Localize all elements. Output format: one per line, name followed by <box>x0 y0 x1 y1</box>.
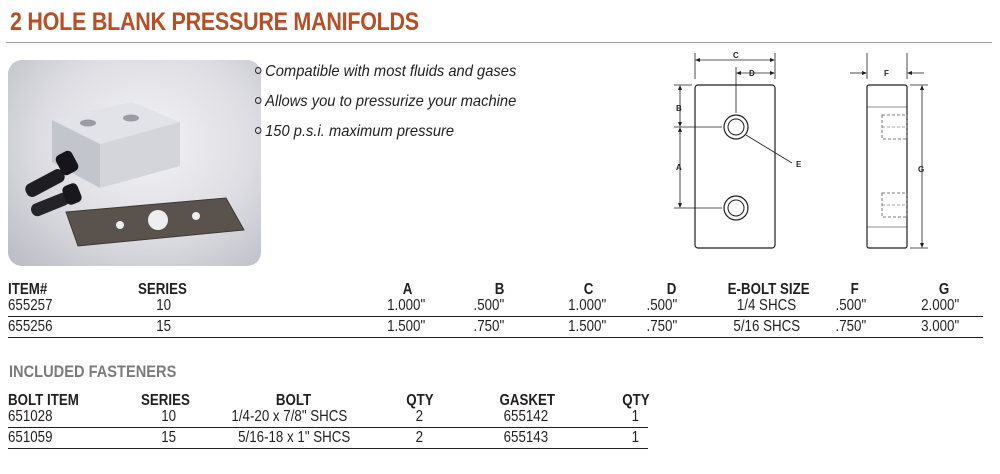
cell-series: 15 <box>161 429 177 446</box>
dim-label-e: E <box>796 160 802 169</box>
cell-e-bolt-size: 1/4 SHCS <box>736 297 797 314</box>
cell-bolt: 5/16-18 x 1" SHCS <box>238 429 351 446</box>
col-header-a: A <box>402 281 413 298</box>
table-row: 655257 10 1.000" .500" 1.000" .500" 1/4 … <box>8 296 983 315</box>
col-header-series: SERIES <box>140 392 190 409</box>
table-header-row: BOLT ITEM SERIES BOLT QTY GASKET QTY <box>8 391 650 410</box>
cell-gasket: 655142 <box>503 408 549 425</box>
table-row: 651059 15 5/16-18 x 1" SHCS 2 655143 1 <box>8 428 648 447</box>
table-row: 651028 10 1/4-20 x 7/8" SHCS 2 655142 1 <box>8 407 648 426</box>
col-header-bolt-item: BOLT ITEM <box>8 392 79 409</box>
manifold-spec-table: ITEM# SERIES A B C D E-BOLT SIZE F G 655… <box>8 280 983 338</box>
dim-label-f: F <box>884 69 889 78</box>
cell-g: 2.000" <box>921 297 960 314</box>
feature-item: Allows you to pressurize your machine <box>255 92 516 122</box>
feature-item: 150 p.s.i. maximum pressure <box>255 122 516 152</box>
dim-label-a: A <box>676 163 682 172</box>
cell-d: .750" <box>646 318 678 335</box>
cell-c: 1.500" <box>568 318 607 335</box>
table-row-divider <box>8 316 983 317</box>
col-header-c: C <box>583 281 594 298</box>
feature-item: Compatible with most fluids and gases <box>255 62 516 92</box>
table-row-divider <box>8 427 648 428</box>
dim-label-b: B <box>676 104 682 113</box>
cell-item: 655257 <box>8 297 53 314</box>
cell-bolt-item: 651028 <box>8 408 53 425</box>
table-row: 655256 15 1.500" .750" 1.500" .750" 5/16… <box>8 317 983 336</box>
cell-series: 10 <box>161 408 177 425</box>
title-divider <box>6 42 992 43</box>
col-header-bolt: BOLT <box>275 392 312 409</box>
page-title: 2 HOLE BLANK PRESSURE MANIFOLDS <box>10 8 419 36</box>
table-row-divider <box>8 448 648 449</box>
cell-f: .750" <box>835 318 867 335</box>
cell-c: 1.000" <box>568 297 607 314</box>
product-photo <box>8 60 261 266</box>
cell-f: .500" <box>835 297 867 314</box>
cell-gasket-qty: 1 <box>631 408 640 425</box>
cell-a: 1.500" <box>387 318 426 335</box>
col-header-e-bolt-size: E-BOLT SIZE <box>727 281 810 298</box>
cell-qty: 2 <box>415 408 424 425</box>
col-header-series: SERIES <box>137 281 187 298</box>
cell-b: .750" <box>473 318 505 335</box>
col-header-f: F <box>850 281 859 298</box>
cell-series: 15 <box>156 318 172 335</box>
cell-b: .500" <box>473 297 505 314</box>
dim-label-g: G <box>918 165 924 174</box>
col-header-d: D <box>666 281 677 298</box>
bullet-icon <box>255 67 262 74</box>
cell-d: .500" <box>646 297 678 314</box>
cell-gasket: 655143 <box>503 429 549 446</box>
cell-g: 3.000" <box>921 318 960 335</box>
table-header-row: ITEM# SERIES A B C D E-BOLT SIZE F G <box>8 280 983 299</box>
cell-a: 1.000" <box>387 297 426 314</box>
cell-item: 655256 <box>8 318 53 335</box>
table-row-divider <box>8 337 983 338</box>
col-header-gasket: GASKET <box>499 392 556 409</box>
dim-label-c: C <box>733 51 739 60</box>
col-header-b: B <box>494 281 505 298</box>
cell-gasket-qty: 1 <box>631 429 640 446</box>
cell-series: 10 <box>156 297 172 314</box>
cell-bolt-item: 651059 <box>8 429 53 446</box>
col-header-qty: QTY <box>406 392 434 409</box>
dim-label-d: D <box>749 69 755 78</box>
col-header-g: G <box>938 281 950 298</box>
bullet-icon <box>255 97 262 104</box>
col-header-item: ITEM# <box>8 281 48 298</box>
cell-qty: 2 <box>415 429 424 446</box>
fasteners-section-title: INCLUDED FASTENERS <box>9 362 177 381</box>
feature-list: Compatible with most fluids and gases Al… <box>255 62 539 152</box>
fasteners-table: BOLT ITEM SERIES BOLT QTY GASKET QTY 651… <box>8 391 650 449</box>
col-header-gasket-qty: QTY <box>622 392 650 409</box>
bullet-icon <box>255 127 262 134</box>
cell-e-bolt-size: 5/16 SHCS <box>733 318 801 335</box>
dimension-drawing: C D B A E F <box>660 45 980 265</box>
cell-bolt: 1/4-20 x 7/8" SHCS <box>231 408 348 425</box>
